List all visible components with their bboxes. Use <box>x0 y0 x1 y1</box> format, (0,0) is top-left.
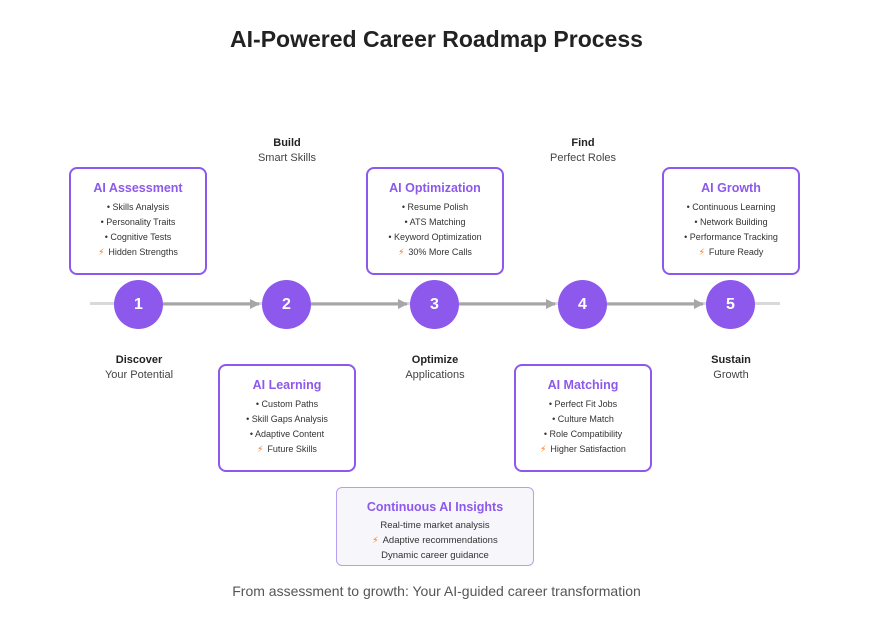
step-label-4: Find Perfect Roles <box>503 136 663 166</box>
step-label-5-title: Sustain <box>711 354 751 366</box>
step-label-3: Optimize Applications <box>355 353 515 383</box>
card-highlight-text: Hidden Strengths <box>108 247 178 257</box>
card-item: • Performance Tracking <box>684 232 778 242</box>
insights-title: Continuous AI Insights <box>366 500 504 514</box>
card-title: AI Assessment <box>93 181 183 195</box>
card-highlight-text: Future Skills <box>267 444 317 454</box>
card-item: • Skill Gaps Analysis <box>246 414 328 424</box>
card-ai-matching: AI Matching • Perfect Fit Jobs • Culture… <box>514 364 652 472</box>
footer-caption: From assessment to growth: Your AI-guide… <box>232 583 641 599</box>
insights-item-text: Adaptive recommendations <box>382 535 498 546</box>
step-node-2: 2 <box>262 280 311 329</box>
insights-item: ⚡Adaptive recommendations <box>337 533 533 548</box>
step-label-1: Discover Your Potential <box>59 353 219 383</box>
card-title: AI Growth <box>701 181 761 195</box>
card-item: • Adaptive Content <box>249 429 325 439</box>
step-node-4: 4 <box>558 280 607 329</box>
step-node-3: 3 <box>410 280 459 329</box>
step-label-3-subtitle: Applications <box>405 369 465 381</box>
insights-item: Real-time market analysis <box>380 520 490 531</box>
step-label-5: Sustain Growth <box>651 353 811 383</box>
card-item: • Network Building <box>694 217 768 227</box>
card-highlight: ⚡Higher Satisfaction <box>516 442 650 457</box>
step-label-2-subtitle: Smart Skills <box>257 152 317 164</box>
card-ai-optimization: AI Optimization • Resume Polish • ATS Ma… <box>366 167 504 275</box>
step-label-1-title: Discover <box>115 354 163 366</box>
card-highlight-text: 30% More Calls <box>408 247 472 257</box>
lightning-bolt-icon: ⚡ <box>372 535 379 545</box>
lightning-bolt-icon: ⚡ <box>698 247 705 257</box>
step-label-1-subtitle: Your Potential <box>104 369 174 381</box>
card-title: AI Learning <box>252 378 322 392</box>
card-item: • Personality Traits <box>100 217 176 227</box>
card-ai-learning: AI Learning • Custom Paths • Skill Gaps … <box>218 364 356 472</box>
step-node-1: 1 <box>114 280 163 329</box>
card-ai-growth: AI Growth • Continuous Learning • Networ… <box>662 167 800 275</box>
step-label-2-title: Build <box>273 137 301 149</box>
lightning-bolt-icon: ⚡ <box>257 444 264 454</box>
card-ai-assessment: AI Assessment • Skills Analysis • Person… <box>69 167 207 275</box>
step-node-5: 5 <box>706 280 755 329</box>
card-item: • Perfect Fit Jobs <box>548 399 618 409</box>
card-highlight-text: Future Ready <box>708 247 764 257</box>
step-label-4-subtitle: Perfect Roles <box>549 152 617 164</box>
step-label-5-subtitle: Growth <box>713 369 749 381</box>
card-item: • ATS Matching <box>404 217 466 227</box>
card-item: • Role Compatibility <box>543 429 623 439</box>
card-item: • Skills Analysis <box>106 202 170 212</box>
card-highlight: ⚡30% More Calls <box>368 245 502 260</box>
lightning-bolt-icon: ⚡ <box>540 444 547 454</box>
card-item: • Culture Match <box>552 414 614 424</box>
card-title: AI Optimization <box>389 181 481 195</box>
card-item: • Continuous Learning <box>686 202 776 212</box>
card-highlight: ⚡Future Ready <box>664 245 798 260</box>
lightning-bolt-icon: ⚡ <box>398 247 405 257</box>
step-label-2: Build Smart Skills <box>207 136 367 166</box>
lightning-bolt-icon: ⚡ <box>98 247 105 257</box>
step-label-3-title: Optimize <box>411 354 459 366</box>
card-item: • Keyword Optimization <box>388 232 482 242</box>
step-label-4-title: Find <box>571 137 595 149</box>
card-highlight-text: Higher Satisfaction <box>550 444 626 454</box>
card-highlight: ⚡Hidden Strengths <box>71 245 205 260</box>
card-item: • Cognitive Tests <box>104 232 172 242</box>
continuous-insights-box: Continuous AI Insights Real-time market … <box>336 487 534 566</box>
card-highlight: ⚡Future Skills <box>220 442 354 457</box>
insights-item: Dynamic career guidance <box>381 550 489 561</box>
card-item: • Resume Polish <box>401 202 469 212</box>
page-title: AI-Powered Career Roadmap Process <box>230 26 643 52</box>
card-title: AI Matching <box>547 378 619 392</box>
card-item: • Custom Paths <box>255 399 319 409</box>
